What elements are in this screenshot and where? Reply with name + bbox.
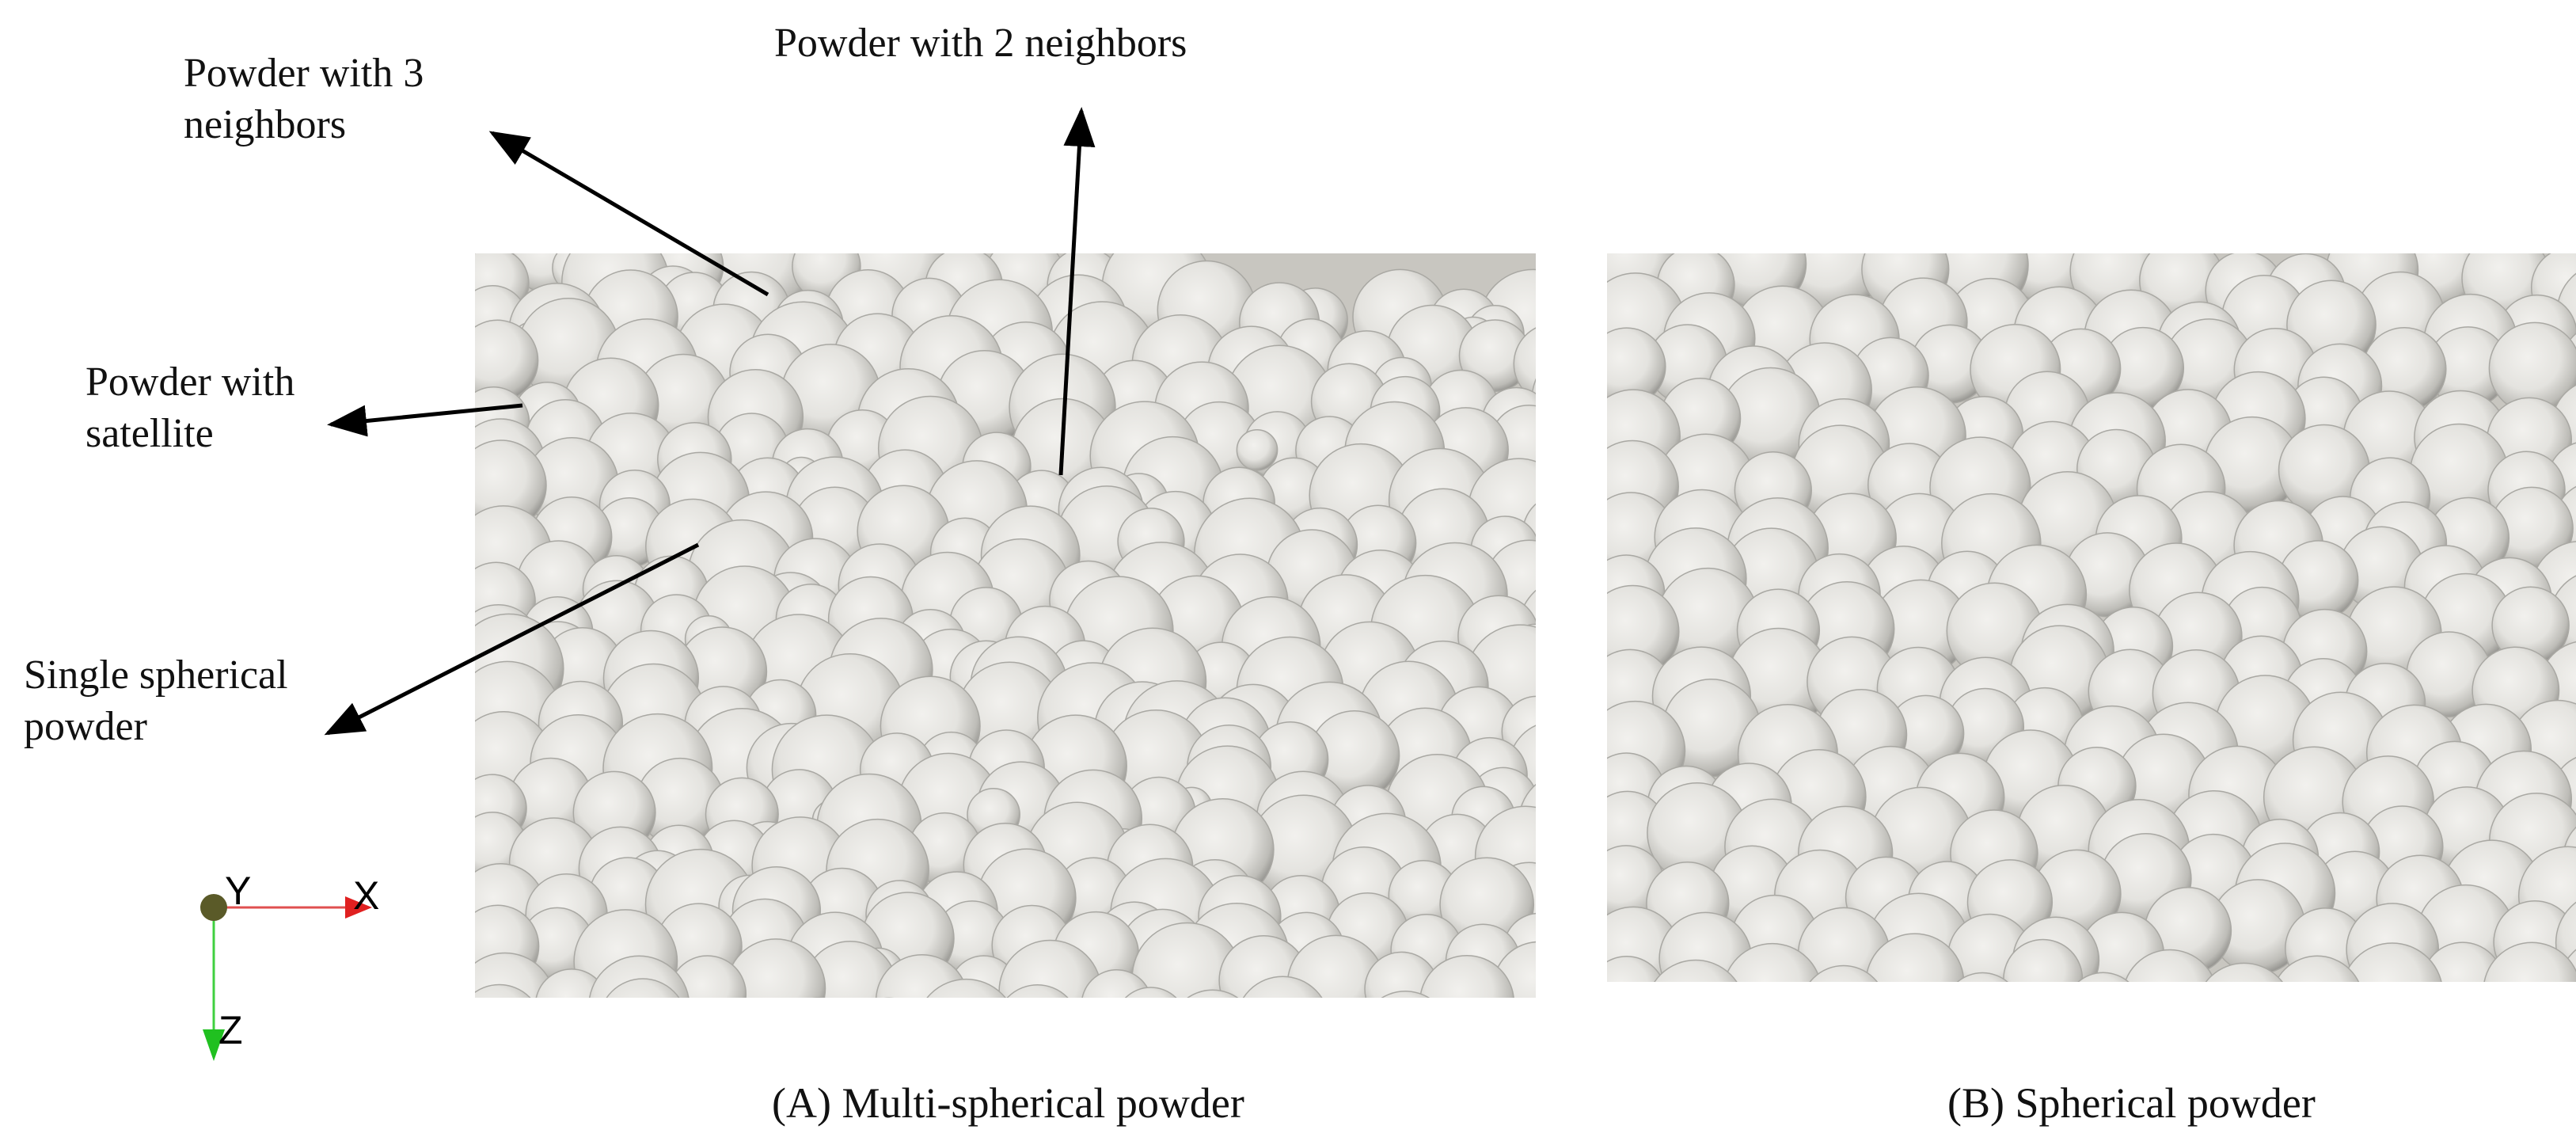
powder-particle xyxy=(926,978,1006,998)
label-satellite-line1: Powder with xyxy=(85,359,295,405)
spherical-powder-bed xyxy=(1607,253,2576,982)
z-axis-label: Z xyxy=(218,1008,243,1052)
label-two-neighbors: Powder with 2 neighbors xyxy=(774,21,1187,66)
powder-particle xyxy=(1006,983,1069,998)
powder-particle xyxy=(535,968,608,998)
particle-group xyxy=(1607,253,2576,982)
origin-dot xyxy=(200,894,227,921)
powder-particle xyxy=(475,983,531,998)
powder-particle xyxy=(1865,933,1965,982)
powder-particle xyxy=(2342,942,2442,982)
particle-group xyxy=(475,253,1536,998)
label-three-neighbors-line1: Powder with 3 xyxy=(184,51,424,96)
x-axis-label: X xyxy=(353,873,379,918)
powder-particle xyxy=(2421,941,2504,982)
label-single-spherical: Single spherical powder xyxy=(24,649,288,752)
powder-particle xyxy=(2124,949,2216,982)
label-single-line1: Single spherical xyxy=(24,652,288,698)
powder-particle xyxy=(1513,327,1536,401)
powder-particle xyxy=(2205,962,2283,982)
powder-particle xyxy=(1956,972,2008,982)
powder-particle xyxy=(1381,991,1430,998)
caption-b: (B) Spherical powder xyxy=(1947,1079,2316,1127)
powder-particle xyxy=(2274,955,2360,982)
powder-particle xyxy=(2077,972,2130,982)
label-three-neighbors: Powder with 3 neighbors xyxy=(184,48,424,150)
powder-particle xyxy=(606,978,680,998)
powder-particle xyxy=(1809,964,1879,982)
label-single-line2: powder xyxy=(24,704,147,749)
powder-particle xyxy=(1419,954,1514,998)
label-three-neighbors-line2: neighbors xyxy=(184,102,347,147)
powder-particle xyxy=(1124,987,1177,998)
multi-spherical-powder-render xyxy=(475,253,1536,998)
y-axis-label: Y xyxy=(225,869,251,913)
z-axis-arrowhead xyxy=(203,1029,225,1061)
x-axis-arrowhead xyxy=(345,896,372,919)
spherical-powder-render xyxy=(1607,253,2576,982)
multi-spherical-powder-bed xyxy=(475,253,1536,998)
caption-a: (A) Multi-spherical powder xyxy=(772,1079,1244,1127)
powder-particle xyxy=(1654,959,1738,982)
powder-particle xyxy=(1187,989,1239,998)
powder-particle xyxy=(2483,941,2576,982)
powder-particle xyxy=(1242,976,1323,998)
powder-particle xyxy=(1723,942,1822,982)
label-satellite: Powder with satellite xyxy=(85,356,294,459)
powder-particle xyxy=(1081,969,1152,998)
label-satellite-line2: satellite xyxy=(85,411,214,456)
powder-particle xyxy=(1607,956,1664,982)
powder-particle xyxy=(1236,428,1279,471)
